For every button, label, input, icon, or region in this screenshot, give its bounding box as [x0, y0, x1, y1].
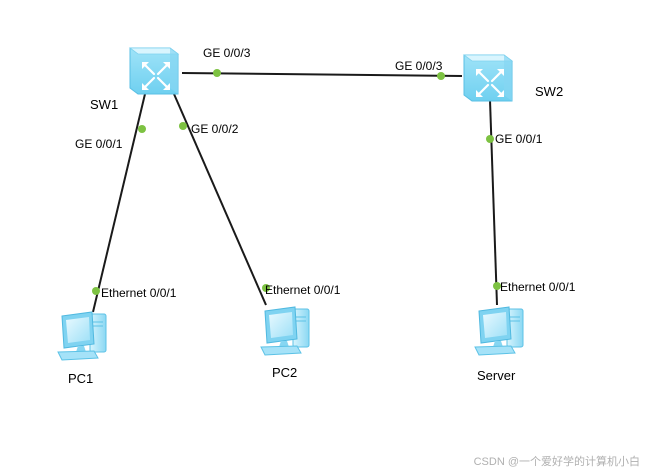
port-dot-server-eth: [493, 282, 501, 290]
port-dot-sw2-ge003: [437, 72, 445, 80]
port-label-sw1-ge001: GE 0/0/1: [75, 137, 123, 151]
server-label: Server: [477, 368, 516, 383]
port-label-sw1-ge003: GE 0/0/3: [203, 46, 251, 60]
port-dot-sw1-ge002: [179, 122, 187, 130]
port-label-pc2-eth: Ethernet 0/0/1: [265, 283, 341, 297]
pc2-label: PC2: [272, 365, 297, 380]
pc1-label: PC1: [68, 371, 93, 386]
link-sw1-pc1: [92, 93, 146, 313]
port-label-server-eth: Ethernet 0/0/1: [500, 280, 576, 294]
port-dot-pc2-eth: [262, 284, 270, 292]
link-sw1-sw2: [181, 72, 463, 77]
sw1-label: SW1: [90, 97, 118, 112]
port-dot-sw2-ge001: [486, 135, 494, 143]
port-label-sw2-ge001: GE 0/0/1: [495, 132, 543, 146]
sw1-switch-icon[interactable]: [128, 46, 180, 96]
port-dot-pc1-eth: [92, 287, 100, 295]
port-label-sw1-ge002: GE 0/0/2: [191, 122, 239, 136]
sw2-label: SW2: [535, 84, 563, 99]
port-dot-sw1-ge001: [138, 125, 146, 133]
link-sw2-server: [489, 99, 498, 306]
link-sw1-pc2: [173, 93, 267, 306]
port-label-pc1-eth: Ethernet 0/0/1: [101, 286, 177, 300]
sw2-switch-icon[interactable]: [462, 53, 514, 103]
port-dot-sw1-ge003: [213, 69, 221, 77]
watermark-text: CSDN @一个爱好学的计算机小白: [474, 454, 640, 468]
pc1-pc-icon[interactable]: [57, 311, 107, 361]
server-pc-icon[interactable]: [474, 306, 524, 356]
port-label-sw2-ge003: GE 0/0/3: [395, 59, 443, 73]
pc2-pc-icon[interactable]: [260, 306, 310, 356]
